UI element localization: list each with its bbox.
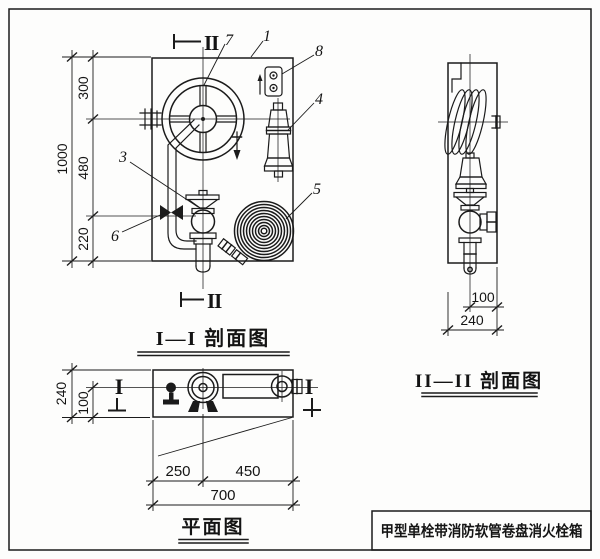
nozzle-side	[454, 152, 488, 190]
plan-left-dimensions: 240 100	[53, 363, 151, 424]
sheet-border	[8, 8, 592, 551]
dim-side-100: 100	[471, 289, 495, 305]
nozzle-plan	[270, 371, 303, 402]
side-dimensions: 100 240	[441, 267, 504, 336]
hose-compartment-plan	[222, 373, 279, 399]
callout-4: 4	[315, 91, 323, 108]
cabinet-outline-front	[151, 57, 294, 262]
dim-front-middle: 480	[75, 156, 91, 180]
dim-plan-100: 100	[75, 391, 91, 415]
plan-view: I I	[53, 363, 321, 544]
hydrant-valve-side	[453, 187, 497, 275]
front-view-title: I—I 剖面图	[156, 326, 271, 350]
dim-plan-240: 240	[53, 382, 69, 406]
front-dimensions: 1000 300 480 220	[54, 50, 151, 268]
plan-view-label: 平面图	[178, 516, 249, 544]
dim-side-240: 240	[460, 312, 484, 328]
dim-plan-450: 450	[235, 463, 260, 480]
reel-bracket	[451, 62, 462, 93]
section-marker-2-top: II	[173, 31, 220, 55]
hose-direction-arrow	[231, 131, 243, 160]
side-view: 100 240 II—II 剖面图	[415, 54, 543, 398]
side-view-label: II—II 剖面图	[415, 369, 543, 398]
section-marker-2-bottom-label: II	[207, 289, 222, 313]
callouts: 7 1 8 4 5 3 6	[111, 28, 323, 245]
dim-front-lower: 220	[75, 227, 91, 251]
hose-reel	[161, 77, 245, 161]
callout-8: 8	[315, 43, 323, 60]
section-marker-2-top-label: II	[204, 31, 219, 55]
dim-front-total: 1000	[54, 143, 70, 174]
callout-3: 3	[118, 149, 127, 166]
dim-front-upper: 300	[75, 76, 91, 100]
title-block-border	[371, 510, 592, 551]
dim-plan-250: 250	[165, 463, 190, 480]
plan-bottom-dimensions: 250 450 700	[146, 414, 300, 511]
nozzle	[263, 98, 294, 182]
cabinet-outline-side	[447, 62, 498, 264]
section-marker-1-left: I	[108, 374, 126, 412]
section-marker-1-left-label: I	[115, 374, 124, 399]
side-view-title: II—II 剖面图	[415, 369, 543, 392]
plan-view-title: 平面图	[181, 516, 244, 538]
front-view-label: I—I 剖面图	[137, 326, 290, 357]
valve-handwheel-plan	[187, 368, 219, 412]
dim-plan-700: 700	[210, 487, 235, 504]
coiled-hose	[233, 200, 295, 262]
section-marker-1-right: I	[303, 374, 321, 417]
inlet-pipe-plan	[163, 382, 179, 405]
inlet-pipe-stub	[139, 108, 162, 130]
section-marker-1-right-label: I	[305, 374, 314, 399]
leader-line	[157, 417, 293, 457]
hose-reel-side	[444, 89, 501, 155]
title-block: 甲型单栓带消防软管卷盘消火栓箱	[371, 510, 592, 551]
hose-end-fittings	[217, 237, 249, 266]
hose-hanger	[257, 66, 283, 97]
callout-6: 6	[111, 228, 119, 245]
hydrant-valve	[185, 189, 220, 273]
drawing-title: 甲型单栓带消防软管卷盘消火栓箱	[381, 522, 583, 540]
supply-pipe	[167, 119, 200, 250]
callout-1: 1	[263, 28, 271, 45]
reel-shutoff-valve	[160, 205, 183, 220]
callout-7: 7	[225, 32, 234, 49]
section-marker-2-bottom: II	[180, 289, 223, 313]
callout-5: 5	[313, 181, 321, 198]
front-view: II II 7 1 8 4 5 3 6	[54, 28, 323, 357]
